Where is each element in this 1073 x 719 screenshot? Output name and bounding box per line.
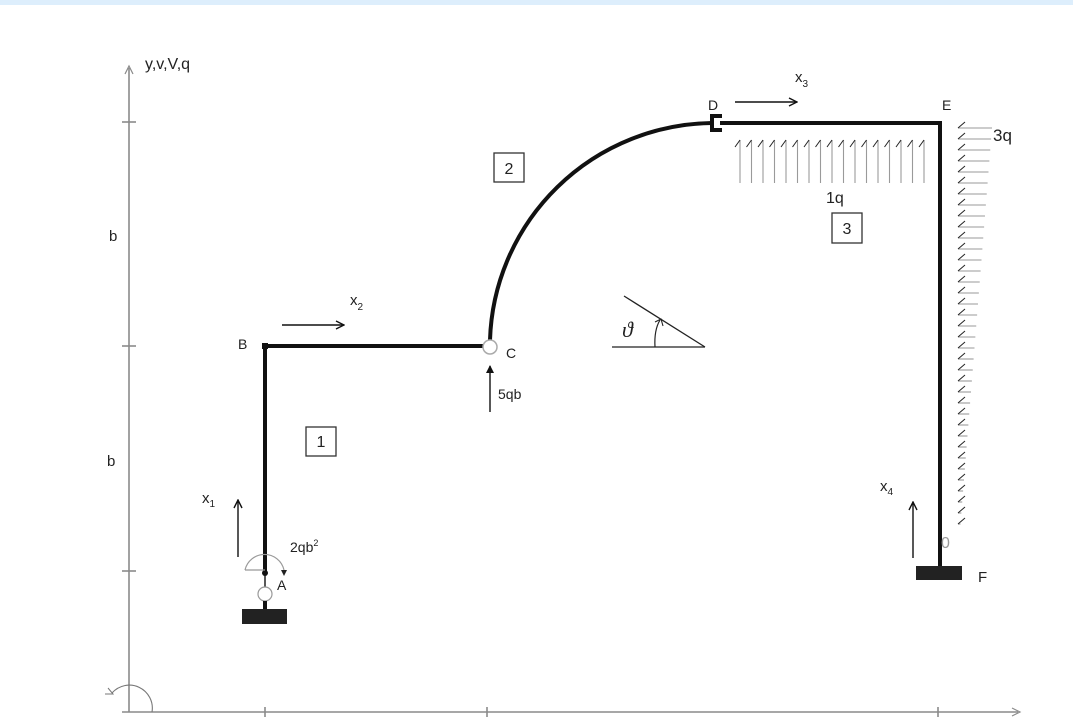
node-label-C: C [506,345,516,361]
load-arrowhead [957,341,966,349]
node-label-B: B [238,336,247,352]
fixed-support-F-icon [916,566,962,580]
svg-text:3: 3 [843,221,852,238]
moment-arrow-icon [281,570,287,576]
node-label-A: A [277,577,287,593]
load-arrowhead [957,231,966,239]
load-arrowhead [849,139,856,148]
force-C-label: 5qb [498,386,522,402]
load-arrowhead [957,319,966,327]
load-arrowhead [957,275,966,283]
load-arrowhead [780,139,787,148]
x4-label: x4 [880,478,894,498]
dimension-label-lower: b [107,453,115,470]
angle-theta-symbol [612,295,706,348]
load-arrowhead [957,396,966,404]
node-label-F: F [978,569,987,586]
node-label-D: D [708,97,718,113]
load-arrowhead [957,462,966,470]
svg-text:1: 1 [317,434,326,451]
load-arrowhead [957,220,966,228]
load-arrowhead [957,484,966,492]
origin-rotation-symbol [105,684,153,713]
load-arrowhead [918,139,925,148]
top-bar [0,0,1073,5]
load-arrowhead [957,132,966,140]
load-arrowhead [957,418,966,426]
load-arrowhead [957,297,966,305]
load-arrowhead [872,139,879,148]
x1-label: x1 [202,490,216,510]
load-arrowhead [957,121,966,129]
load-arrowhead [957,517,966,525]
load-arrowhead [957,253,966,261]
svg-text:2: 2 [505,161,514,178]
dimension-label-upper: b [109,228,117,245]
load-arrowhead [957,352,966,360]
load-arrowhead [792,139,798,148]
load-arrowhead [803,139,810,148]
load-arrowhead [895,139,902,148]
load-arrowhead [757,139,764,148]
load-arrowhead [861,139,867,148]
load-arrowhead [734,139,741,148]
load-arrowhead [957,473,966,481]
member-2-arc [488,121,713,341]
load-arrowhead [957,176,966,184]
support-A [242,570,287,624]
distributed-load-DE [734,139,925,183]
load-arrowhead [746,139,752,148]
load-arrowhead [884,139,890,148]
distributed-load-EF [957,121,992,525]
x2-label: x2 [350,292,364,313]
load-arrowhead [769,139,775,148]
load-arrowhead [957,286,966,294]
load-arrowhead [907,139,913,148]
load-arrowhead [957,440,966,448]
load-EF-top-label: 3q [993,126,1012,145]
load-arrowhead [838,139,844,148]
node-label-E: E [942,97,951,113]
hinge-icon [257,586,273,602]
load-arrowhead [957,165,966,173]
vertical-axis-label: y,v,V,q [145,56,190,73]
vertical-axis [122,64,136,712]
load-arrowhead [957,374,966,382]
x3-label: x3 [795,69,809,90]
load-arrowhead [957,506,966,514]
load-arrowhead [957,209,966,217]
load-arrowhead [957,308,966,316]
hinge-C-icon [482,339,498,355]
load-arrowhead [957,451,966,459]
load-arrowhead [957,495,966,503]
angle-theta-label: ϑ [622,317,634,342]
load-arrowhead [957,242,966,250]
load-arrowhead [815,139,821,148]
load-arrowhead [957,187,966,195]
load-arrowhead [957,198,966,206]
load-EF-bottom-label: 0 [941,535,950,552]
horizontal-axis [122,707,1022,717]
load-arrowhead [957,154,966,162]
load-arrowhead [957,363,966,371]
load-arrowhead [826,139,833,148]
moment-A-label: 2qb2 [290,538,318,555]
load-arrowhead [957,385,966,393]
load-arrowhead [957,330,966,338]
load-arrowhead [957,264,966,272]
moment-A [244,553,287,576]
node-B-joint [262,343,268,349]
sliding-clamp-D-icon [710,114,722,132]
load-arrowhead [957,143,966,151]
member-box-1: 1 [305,426,337,457]
load-arrowhead [957,429,966,437]
member-box-2: 2 [493,152,525,183]
member-3 [720,121,942,567]
fixed-support-icon [242,609,287,624]
load-arrowhead [957,407,966,415]
load-DE-label: 1q [826,190,844,207]
member-box-3: 3 [831,212,863,244]
